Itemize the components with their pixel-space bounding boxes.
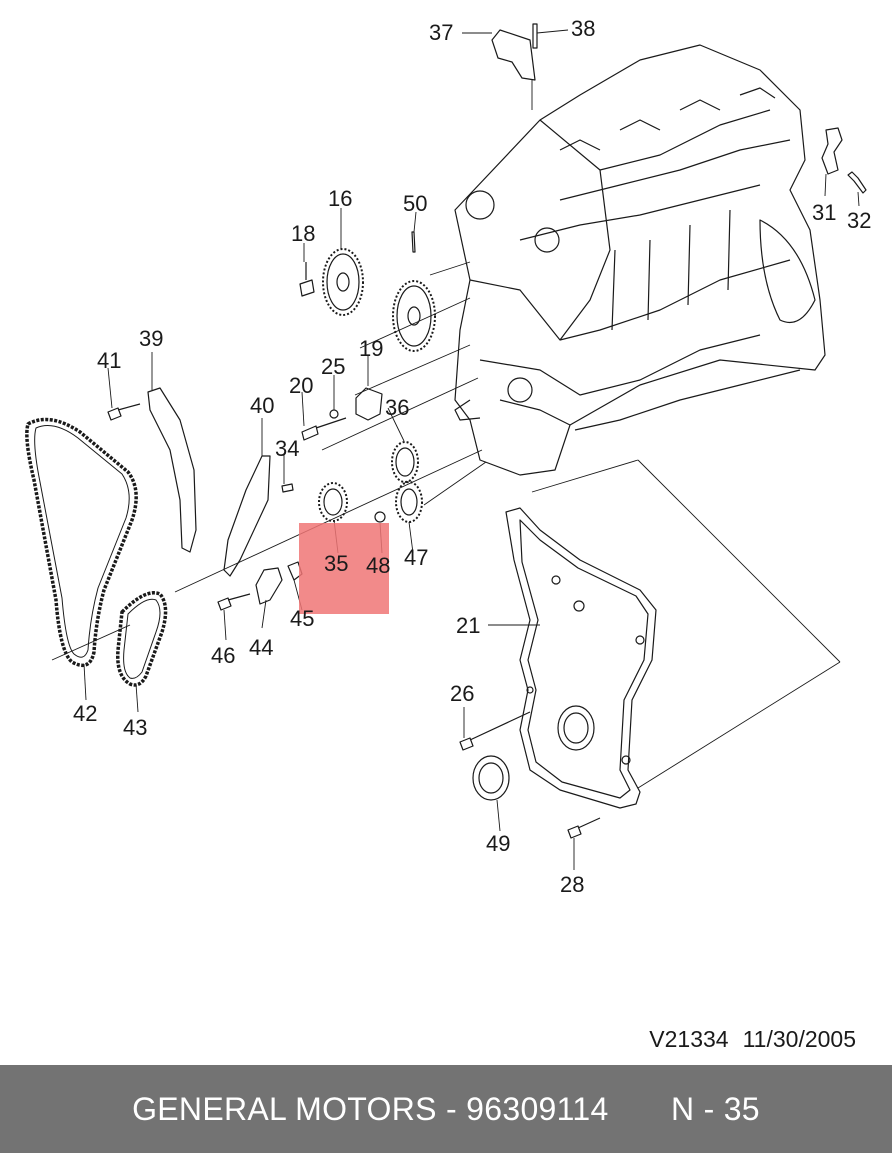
callout-26[interactable]: 26 [450, 681, 475, 706]
drawing-date: 11/30/2005 [742, 1026, 856, 1052]
callout-42[interactable]: 42 [73, 701, 98, 726]
part-42-timing-chain [25, 417, 138, 668]
part-caption-bar: GENERAL MOTORS - 96309114 N - 35 [0, 1065, 892, 1153]
part-49-oil-seal [472, 755, 510, 801]
part-38-bolt [532, 23, 538, 49]
part-43-oil-pump-chain [116, 591, 168, 687]
callout-21[interactable]: 21 [456, 613, 481, 638]
callout-35[interactable]: 35 [324, 551, 349, 576]
callout-25[interactable]: 25 [321, 354, 346, 379]
part-48-nut [374, 511, 386, 523]
part-50-pin [411, 231, 416, 253]
callout-34[interactable]: 34 [275, 436, 300, 461]
callout-38[interactable]: 38 [571, 16, 596, 41]
part-46-bolt [217, 593, 251, 611]
part-19-tensioner [355, 387, 383, 421]
part-44-tensioner [255, 567, 283, 605]
callout-45[interactable]: 45 [290, 606, 315, 631]
callout-28[interactable]: 28 [560, 872, 585, 897]
drawing-code: V21334 [649, 1026, 729, 1052]
part-47-sprocket [395, 481, 423, 523]
engine-block [454, 44, 826, 476]
part-20-bolt [301, 417, 347, 441]
callout-40[interactable]: 40 [250, 393, 275, 418]
callout-36[interactable]: 36 [385, 395, 410, 420]
callout-19[interactable]: 19 [359, 336, 384, 361]
caption-text: GENERAL MOTORS - 96309114 N - 35 [132, 1091, 760, 1128]
page-reference: N - 35 [670, 1090, 760, 1127]
callout-48[interactable]: 48 [366, 553, 391, 578]
callout-18[interactable]: 18 [291, 221, 316, 246]
part-34-pin [281, 483, 294, 493]
callout-20[interactable]: 20 [289, 373, 314, 398]
callout-39[interactable]: 39 [139, 326, 164, 351]
callout-49[interactable]: 49 [486, 831, 511, 856]
part-41-bolt [107, 403, 141, 421]
callout-46[interactable]: 46 [211, 643, 236, 668]
part-36-sprocket [391, 441, 419, 483]
callout-44[interactable]: 44 [249, 635, 274, 660]
part-40-tensioner-arm [223, 455, 271, 577]
part-35-oil-pump-sprocket [318, 482, 348, 522]
callout-43[interactable]: 43 [123, 715, 148, 740]
part-25-washer [329, 409, 339, 419]
part-39-chain-guide [147, 387, 197, 553]
callout-47[interactable]: 47 [404, 545, 429, 570]
leader-lines [51, 29, 860, 870]
callout-50[interactable]: 50 [403, 191, 428, 216]
part-26-bolt [459, 711, 531, 751]
callout-31[interactable]: 31 [812, 200, 837, 225]
exploded-parts-diagram [25, 23, 867, 870]
part-31-sensor [821, 127, 843, 175]
highlighted-part-marker [299, 523, 389, 614]
part-28-bolt [567, 817, 601, 839]
part-18-bolt [299, 262, 315, 297]
part-37-bracket [491, 29, 536, 81]
caption-separator: - [445, 1090, 457, 1127]
part-21-front-cover [505, 507, 657, 809]
manufacturer-name: GENERAL MOTORS [132, 1090, 437, 1127]
callout-41[interactable]: 41 [97, 348, 122, 373]
part-32-bolt [847, 171, 867, 194]
callout-32[interactable]: 32 [847, 208, 872, 233]
callout-16[interactable]: 16 [328, 186, 353, 211]
drawing-reference: V21334 11/30/2005 [635, 1026, 856, 1053]
callout-37[interactable]: 37 [429, 20, 454, 45]
camshaft-sprocket-2 [392, 280, 436, 352]
part-16-camshaft-sprocket [322, 248, 364, 316]
part-number: 96309114 [466, 1090, 609, 1127]
